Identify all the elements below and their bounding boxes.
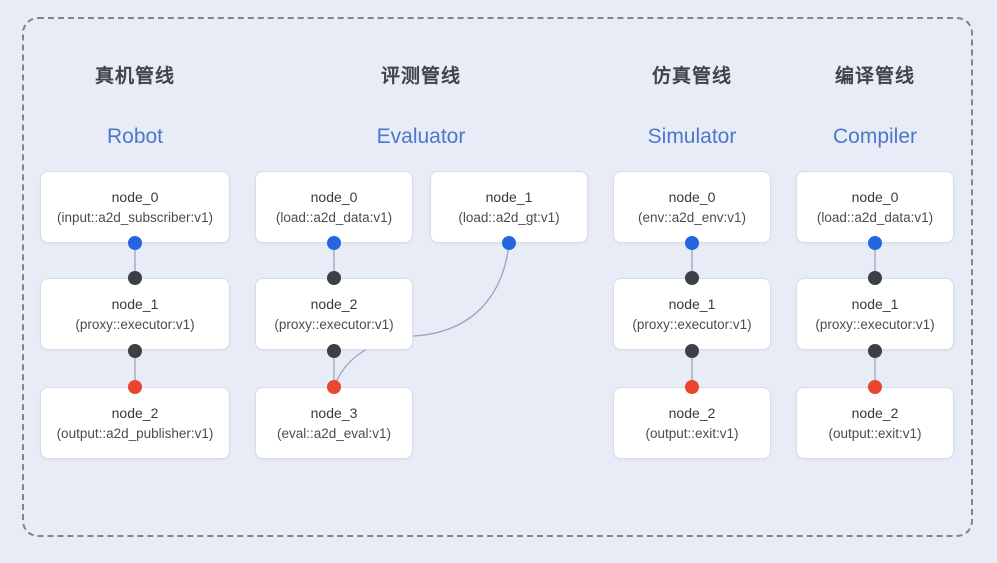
pipeline-title-robot-en: Robot [106,125,164,148]
node-type: (proxy::executor:v1) [75,316,195,332]
node-name: node_0 [668,188,716,205]
pipeline-title-simulator-zh: 仿真管线 [651,66,732,87]
port-dark-dot-simulator-node1-in [685,271,699,285]
node-box-evaluator-node1: node_1 (load::a2d_gt:v1) [430,171,588,243]
port-dark-dot-compiler-node1-in [868,271,882,285]
node-type: (load::a2d_gt:v1) [458,209,560,225]
port-blue-dot-evaluator-node1-out [502,236,516,250]
node-name: node_1 [485,188,533,205]
port-dark-dot-robot-node1-in [128,271,142,285]
node-box-robot-node0: node_0 (input::a2d_subscriber:v1) [40,171,230,243]
edge-evaluator-node1-node3 [333,242,510,388]
node-box-compiler-node2: node_2 (output::exit:v1) [796,387,954,459]
node-box-robot-node1: node_1 (proxy::executor:v1) [40,278,230,350]
port-red-dot-evaluator-node3-in [327,380,341,394]
node-box-simulator-node2: node_2 (output::exit:v1) [613,387,771,459]
node-type: (load::a2d_data:v1) [275,209,393,225]
port-blue-dot-compiler-node0-out [868,236,882,250]
port-dark-dot-compiler-node1-out [868,344,882,358]
node-box-evaluator-node3: node_3 (eval::a2d_eval:v1) [255,387,413,459]
port-red-dot-simulator-node2-in [685,380,699,394]
pipeline-title-simulator-en: Simulator [647,125,737,148]
node-type: (output::exit:v1) [828,425,922,441]
node-name: node_2 [310,295,358,312]
node-type: (proxy::executor:v1) [632,316,752,332]
node-box-simulator-node0: node_0 (env::a2d_env:v1) [613,171,771,243]
node-box-compiler-node0: node_0 (load::a2d_data:v1) [796,171,954,243]
node-type: (env::a2d_env:v1) [637,209,747,225]
port-dark-dot-robot-node1-out [128,344,142,358]
port-red-dot-compiler-node2-in [868,380,882,394]
node-box-compiler-node1: node_1 (proxy::executor:v1) [796,278,954,350]
node-name: node_2 [111,404,159,421]
node-name: node_1 [111,295,159,312]
node-name: node_2 [851,404,899,421]
node-type: (output::a2d_publisher:v1) [56,425,214,441]
node-type: (output::exit:v1) [645,425,739,441]
dashed-panel-border [22,17,973,537]
pipeline-title-evaluator-en: Evaluator [376,125,466,148]
node-box-evaluator-node0: node_0 (load::a2d_data:v1) [255,171,413,243]
port-red-dot-robot-node2-in [128,380,142,394]
node-type: (eval::a2d_eval:v1) [276,425,392,441]
node-name: node_0 [310,188,358,205]
port-dark-dot-simulator-node1-out [685,344,699,358]
node-name: node_1 [668,295,716,312]
port-dark-dot-evaluator-node2-in [327,271,341,285]
pipeline-title-compiler-zh: 编译管线 [834,66,915,87]
node-name: node_2 [668,404,716,421]
node-name: node_1 [851,295,899,312]
node-type: (proxy::executor:v1) [274,316,394,332]
node-name: node_3 [310,404,358,421]
port-blue-dot-robot-node0-out [128,236,142,250]
pipeline-title-robot-zh: 真机管线 [94,66,175,87]
node-name: node_0 [111,188,159,205]
node-type: (load::a2d_data:v1) [816,209,934,225]
node-name: node_0 [851,188,899,205]
node-box-simulator-node1: node_1 (proxy::executor:v1) [613,278,771,350]
pipeline-title-evaluator-zh: 评测管线 [380,66,461,87]
node-type: (input::a2d_subscriber:v1) [56,209,214,225]
port-dark-dot-evaluator-node2-out [327,344,341,358]
port-blue-dot-evaluator-node0-out [327,236,341,250]
node-box-robot-node2: node_2 (output::a2d_publisher:v1) [40,387,230,459]
node-type: (proxy::executor:v1) [815,316,935,332]
port-blue-dot-simulator-node0-out [685,236,699,250]
pipeline-title-compiler-en: Compiler [832,125,918,148]
node-box-evaluator-node2: node_2 (proxy::executor:v1) [255,278,413,350]
